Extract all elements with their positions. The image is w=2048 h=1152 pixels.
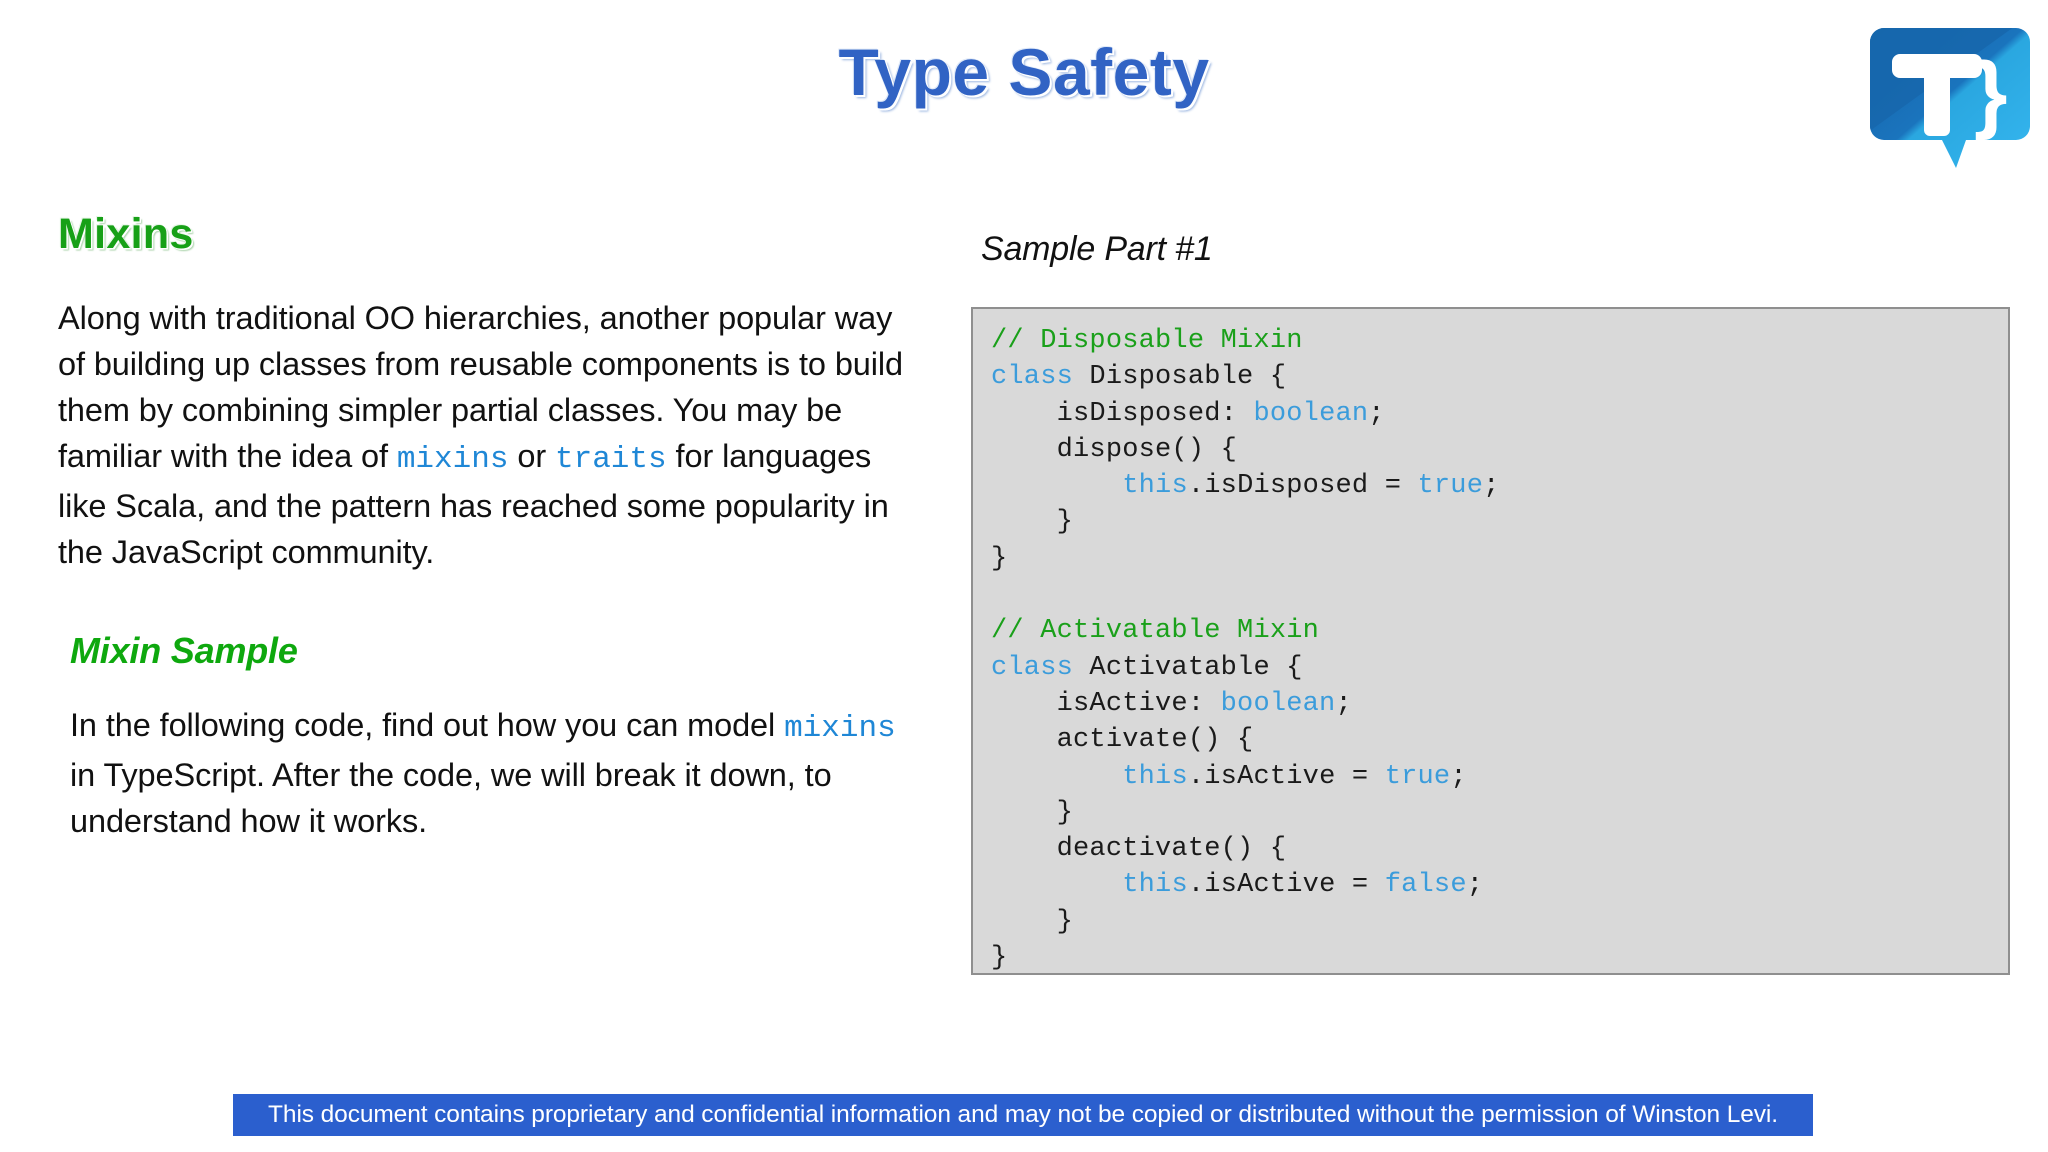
left-content-column: Mixins Along with traditional OO hierarc… — [58, 210, 918, 844]
code-token: true — [1417, 471, 1484, 502]
paragraph-part-2: or — [508, 438, 555, 474]
code-token: } — [991, 507, 1074, 538]
code-token: boolean — [1253, 398, 1369, 429]
code-token: Activatable { — [1073, 652, 1303, 683]
page-title: Type Safety — [838, 35, 1210, 109]
footer-text: This document contains proprietary and c… — [268, 1101, 1778, 1128]
right-content-column: Sample Part #1 — [971, 230, 2011, 293]
mixins-intro-paragraph: Along with traditional OO hierarchies, a… — [58, 295, 918, 575]
code-token: ; — [1483, 471, 1500, 502]
code-token — [991, 471, 1122, 501]
inline-code-mixins-2: mixins — [784, 711, 896, 746]
paragraph-part-3: for languages like Scala, and the patter… — [58, 438, 889, 570]
code-token: class — [991, 362, 1074, 393]
code-token: activate() { — [991, 725, 1254, 756]
code-token: this — [1122, 870, 1188, 901]
typescript-speech-bubble-logo: } — [1870, 18, 2030, 178]
code-token: } — [991, 943, 1008, 974]
code-sample-block: // Disposable Mixin class Disposable { i… — [971, 307, 2010, 975]
code-token: boolean — [1220, 688, 1336, 719]
code-token: true — [1384, 761, 1451, 792]
code-token: this — [1122, 471, 1188, 502]
code-token — [991, 762, 1122, 792]
inline-code-traits: traits — [555, 442, 667, 477]
code-token: isDisposed: — [991, 398, 1254, 429]
code-token: ; — [1466, 870, 1484, 901]
code-token: isActive: — [991, 688, 1221, 719]
section-heading-mixins: Mixins — [58, 210, 194, 258]
code-token: deactivate() { — [991, 834, 1287, 865]
code-token: false — [1384, 870, 1467, 901]
subparagraph-part-1: In the following code, find out how you … — [70, 707, 785, 743]
svg-text:}: } — [1974, 45, 2007, 141]
code-token: // Activatable Mixin — [991, 616, 1320, 647]
code-token: dispose() { — [991, 434, 1238, 465]
subparagraph-part-2: in TypeScript. After the code, we will b… — [70, 757, 832, 839]
code-sample-text: // Disposable Mixin class Disposable { i… — [991, 323, 2008, 974]
code-token: } — [991, 797, 1074, 828]
code-token: Disposable { — [1073, 362, 1287, 393]
code-token: ; — [1335, 688, 1352, 719]
code-token: } — [991, 543, 1008, 574]
code-token: ; — [1368, 398, 1385, 429]
code-token: .isActive = — [1187, 761, 1385, 792]
code-token: class — [991, 652, 1074, 683]
confidentiality-footer-bar: This document contains proprietary and c… — [233, 1094, 1813, 1136]
paragraph-part-1: Along with traditional OO hierarchies, a… — [58, 300, 903, 474]
code-token: ; — [1450, 761, 1467, 792]
code-token: } — [991, 906, 1074, 937]
code-token: // Disposable Mixin — [991, 326, 1303, 356]
logo-svg: } — [1870, 28, 2030, 168]
code-token — [991, 870, 1122, 900]
code-token: .isActive = — [1187, 870, 1385, 901]
code-token: this — [1122, 761, 1188, 792]
mixin-sample-paragraph: In the following code, find out how you … — [70, 702, 900, 844]
subsection-heading-mixin-sample: Mixin Sample — [70, 630, 298, 671]
code-token: .isDisposed = — [1187, 471, 1418, 502]
sample-part-caption: Sample Part #1 — [981, 230, 1213, 268]
inline-code-mixins: mixins — [396, 442, 509, 477]
